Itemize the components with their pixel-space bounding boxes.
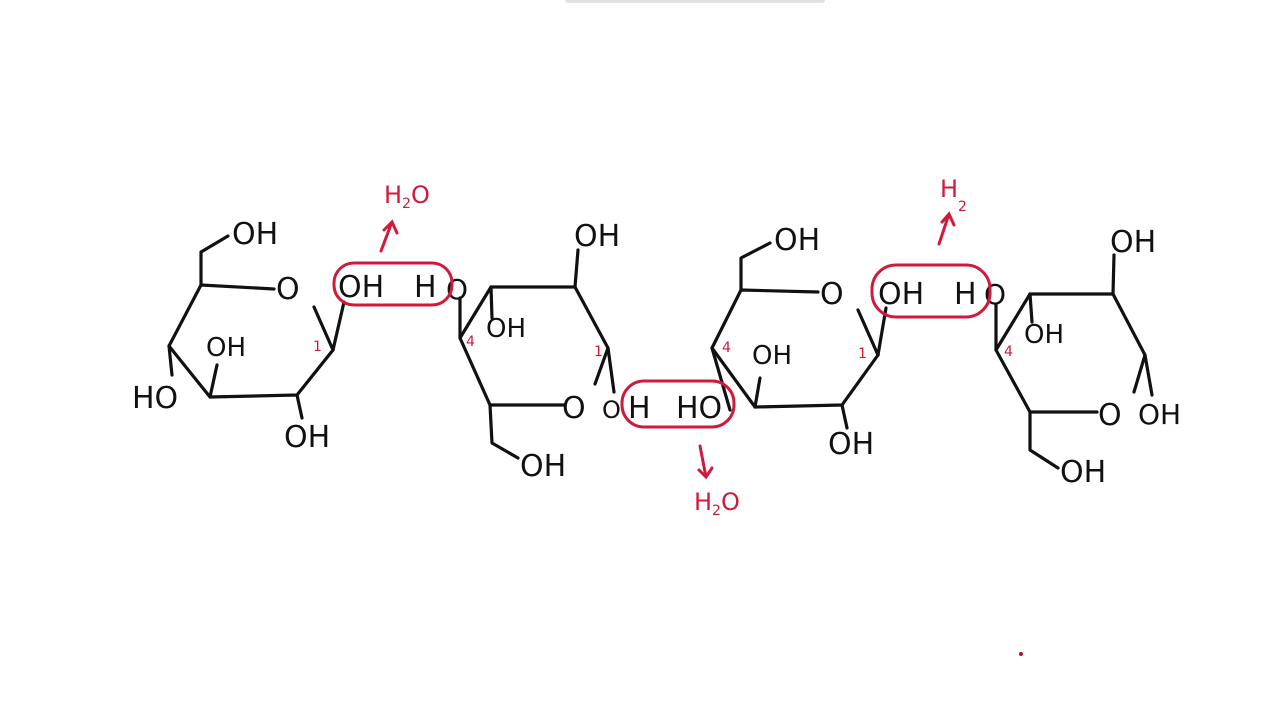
condensation-2-product: H2O	[694, 488, 740, 519]
ring-3-inner-bond	[753, 376, 762, 409]
glucose-ring-1: O OH OH HO OH 1	[132, 217, 346, 455]
condensation-1-product-o: O	[411, 181, 430, 209]
ring-4-carbon-number-left: 4	[1004, 344, 1013, 360]
ring-1-c4-oh-label: OH	[206, 333, 246, 363]
ring-4-top-oh-label: OH	[1110, 225, 1156, 260]
condensation-2-product-sub: 2	[712, 503, 721, 519]
ring-4-bonds	[994, 292, 1147, 414]
ring-4-top-bond	[1111, 253, 1116, 296]
ring-3-carbon-number-right: 1	[858, 346, 867, 362]
condensation-1-arrow	[379, 219, 399, 253]
ring-2-carbon-number-left: 4	[466, 334, 475, 350]
ring-2-inner-oh-label: OH	[486, 314, 526, 344]
ring-2-c1-bond	[606, 346, 616, 394]
condensation-2-left-group: H	[628, 391, 651, 426]
ring-1-ring-oxygen: O	[276, 272, 300, 307]
ring-1-ch2-bond	[199, 234, 230, 287]
condensation-3-highlight	[870, 263, 992, 319]
ring-4-ch2oh-label: OH	[1060, 455, 1106, 490]
ring-4-anomeric-oh-label: OH	[1138, 398, 1181, 431]
condensation-3-left-group: OH	[878, 277, 924, 312]
condensation-2-product-h: H	[694, 488, 712, 516]
condensation-3-product-sub: 2	[958, 199, 967, 215]
ring-3-ch2oh-label: OH	[774, 223, 820, 258]
ring-3-inner-oh-label: OH	[752, 341, 792, 371]
condensation-1-left-group: OH	[338, 270, 384, 305]
ring-2-right-oxygen: O	[602, 396, 621, 424]
condensation-3-product: H2	[940, 175, 967, 215]
ring-3-bottom-oh-label: OH	[828, 427, 874, 462]
ring-4-ring-oxygen: O	[1098, 398, 1122, 433]
ring-2-carbon-number-right: 1	[594, 344, 603, 360]
ring-3-ring-oxygen: O	[820, 277, 844, 312]
condensation-2-product-o: O	[721, 488, 740, 516]
ring-1-c2-oh-label: OH	[284, 420, 330, 455]
ring-1-carbon-number: 1	[313, 339, 322, 355]
condensation-1: OH H H2O	[332, 181, 454, 307]
ring-2-bonds	[458, 285, 610, 407]
glucose-ring-2: O O O OH OH OH 4 1	[446, 219, 621, 484]
ring-1-c1-oxygen-bond	[312, 305, 335, 352]
condensation-1-product: H2O	[384, 181, 430, 212]
stray-dot	[1019, 652, 1023, 656]
ring-1-c4-bond	[208, 363, 219, 399]
ring-4-inner-bond	[1028, 292, 1034, 324]
glucose-ring-3: O OH OH OH 4 1	[710, 223, 888, 462]
ring-1-bonds	[167, 283, 335, 399]
condensation-2-right-group: HO	[676, 391, 722, 426]
ring-4-ch2-bond	[1028, 410, 1060, 470]
ring-2-left-oxygen: O	[446, 273, 468, 306]
ring-4-c1-bond	[1143, 353, 1154, 397]
ring-3-c1-oxygen-bond	[856, 308, 880, 357]
ring-1-c3-bond	[167, 344, 174, 377]
condensation-1-right-group: H	[414, 270, 437, 305]
ring-1-c2-bond	[295, 393, 304, 420]
ring-2-top-bond	[573, 248, 580, 289]
condensation-1-product-sub: 2	[402, 196, 411, 212]
condensation-2-arrow	[697, 444, 714, 480]
ring-1-c3-ho-label: HO	[132, 381, 178, 416]
ring-3-ch2-bond	[739, 241, 772, 292]
condensation-1-highlight	[332, 261, 454, 307]
condensation-3-product-h: H	[940, 175, 958, 203]
glucose-ring-4: O O OH OH OH OH 4	[984, 225, 1181, 490]
ring-2-top-oh-label: OH	[574, 219, 620, 254]
condensation-3-right-group: H	[954, 277, 977, 312]
condensation-3-arrow	[937, 211, 956, 246]
ring-2-inner-bond	[489, 285, 494, 320]
condensation-1-product-h: H	[384, 181, 402, 209]
ring-3-c4-left-bond	[710, 346, 732, 412]
ring-1-ch2oh-label: OH	[232, 217, 278, 252]
condensation-3: OH H H2	[870, 175, 992, 319]
ring-4-inner-oh-label: OH	[1024, 320, 1064, 350]
ring-2-ch2-bond	[488, 403, 520, 460]
ring-2-ring-oxygen: O	[562, 391, 586, 426]
ring-3-c2-bond	[840, 403, 849, 430]
window-top-tab	[565, 0, 825, 3]
condensation-2: H HO H2O	[620, 379, 740, 519]
condensation-2-highlight	[620, 379, 736, 429]
ring-1-c1-up-bond	[331, 300, 346, 352]
ring-3-bonds	[710, 288, 880, 409]
ring-3-carbon-number-left: 4	[722, 340, 731, 356]
ring-2-ch2oh-label: OH	[520, 449, 566, 484]
